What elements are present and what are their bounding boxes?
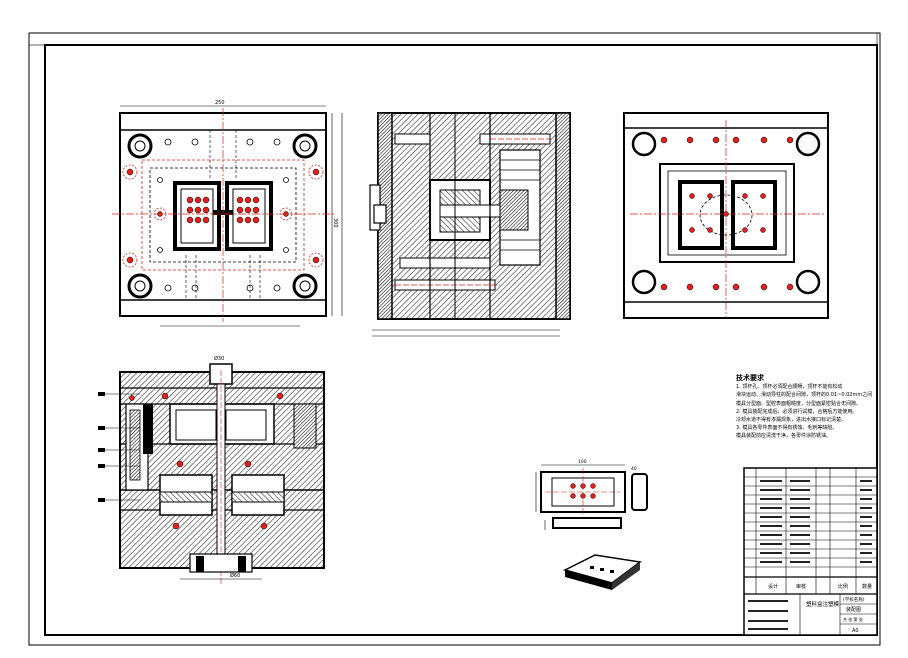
- label-scale: 比例: [838, 583, 848, 590]
- label-design: 设计: [768, 583, 778, 590]
- outer-border: [28, 32, 881, 646]
- front-section-view: [369, 112, 571, 337]
- notes-line: 1. 顶杆孔、顶杆必须配合顺畅，顶杆不能有松动: [736, 384, 843, 391]
- sprue-dim: Ø30: [214, 355, 224, 362]
- drawing-type: 装配图: [846, 606, 861, 613]
- top-view-moving-half: [623, 112, 829, 319]
- notes-line: 模具分型面、型腔表面粗糙度，分型面紧密贴合无间隙。: [736, 400, 862, 407]
- title-block: 设计 审核 比例 数量 塑料盒注塑模 (学校名称) 装配图 共 张 第 张 A0: [743, 467, 878, 636]
- sheet-size: A0: [852, 628, 859, 634]
- part-height-dim: 40: [631, 466, 637, 472]
- label-check: 审核: [796, 583, 806, 590]
- school-name: (学校名称): [843, 596, 865, 603]
- notes-line: 3. 模具各零件表面不得有锈蚀、毛刺等缺陷。: [736, 425, 838, 432]
- notes-line: 模具装配前应清洗干净，各零件涂防锈油。: [736, 433, 832, 440]
- sheet-count: 共 张 第 张: [843, 616, 863, 622]
- ejector-dim: Ø60: [230, 572, 240, 579]
- part-name: 塑料盒注塑模: [806, 600, 840, 608]
- technical-notes: 技术要求 1. 顶杆孔、顶杆必须配合顺畅，顶杆不能有松动 滑块运动、滑动导柱的配…: [736, 374, 886, 441]
- notes-line: 冷却水道不得有渗漏现象，进出水接口标记清楚。: [736, 417, 847, 424]
- top-view-fixed-half: 250 300: [112, 100, 343, 327]
- part-drawing: 100 40: [535, 459, 648, 590]
- part-width-dim: 100: [578, 459, 587, 465]
- notes-title: 技术要求: [736, 374, 764, 382]
- label-qty: 数量: [862, 583, 872, 590]
- top-width-dim: 250: [215, 100, 225, 106]
- side-section-view: Ø30 Ø60: [98, 355, 325, 584]
- side-height-dim: 300: [332, 218, 338, 228]
- notes-line: 滑块运动、滑动导柱的配合间隙，顶杆的0.01~0.02mm之间: [736, 392, 873, 399]
- inner-border: [44, 44, 878, 636]
- notes-line: 2. 模具装配完成后，必须进行试模，合格后方能使用。: [736, 408, 858, 415]
